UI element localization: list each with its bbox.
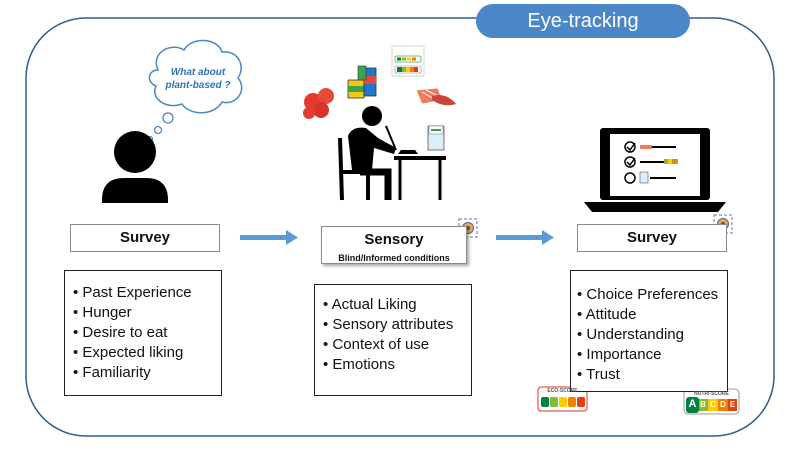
stage-sensory-box: Sensory Blind/Informed conditions [321, 226, 467, 264]
list-item: Emotions [323, 355, 463, 375]
nutri-score-text: NUTRI-SCORE [694, 391, 729, 397]
list-item: Attitude [577, 305, 721, 325]
tomato-icon [303, 88, 334, 119]
eco-score-text: ECO-SCORE [547, 388, 578, 394]
list-item: Desire to eat [73, 323, 213, 343]
list-item: Actual Liking [323, 295, 463, 315]
nutri-letter-b: B [700, 400, 706, 409]
nutri-score-label-icon [683, 388, 740, 415]
eco-score-label-icon [537, 386, 588, 412]
stage-survey-2-list: Choice Preferences Attitude Understandin… [570, 270, 728, 392]
list-item: Expected liking [73, 343, 213, 363]
stage-subtitle: Blind/Informed conditions [338, 253, 450, 263]
list-item: Trust [577, 365, 721, 385]
tuna-icon [432, 95, 456, 106]
arrow-right-icon [240, 230, 298, 245]
list-item: Past Experience [73, 283, 213, 303]
person-eating-icon [338, 106, 446, 201]
person-icon [102, 131, 168, 203]
list-item: Familiarity [73, 363, 213, 383]
laptop-icon [584, 128, 726, 212]
stage-title: Sensory [364, 231, 424, 248]
list-item: Choice Preferences [577, 285, 721, 305]
list-item: Importance [577, 345, 721, 365]
eye-tracking-title: Eye-tracking [476, 4, 690, 38]
outer-frame [25, 17, 775, 437]
stage-title: Survey [626, 229, 678, 246]
nutri-letter-c: C [710, 400, 716, 409]
stage-survey-2-box: Survey [577, 224, 727, 252]
nutri-letter-d: D [720, 400, 726, 409]
arrow-right-icon [496, 230, 554, 245]
stage-survey-1-box: Survey [70, 224, 220, 252]
eco-score-label-small-icon [391, 45, 425, 77]
stage-survey-1-list: Past Experience Hunger Desire to eat Exp… [64, 270, 222, 396]
list-item: Hunger [73, 303, 213, 323]
stage-title: Survey [119, 229, 171, 246]
cans-icon [347, 65, 377, 99]
stage-sensory-list: Actual Liking Sensory attributes Context… [314, 284, 472, 396]
list-item: Understanding [577, 325, 721, 345]
list-item: Sensory attributes [323, 315, 463, 335]
thought-text: What about plant-based ? [165, 67, 231, 91]
nutri-letter-a: A [688, 398, 697, 410]
list-item: Context of use [323, 335, 463, 355]
nutri-letter-e: E [729, 400, 736, 409]
